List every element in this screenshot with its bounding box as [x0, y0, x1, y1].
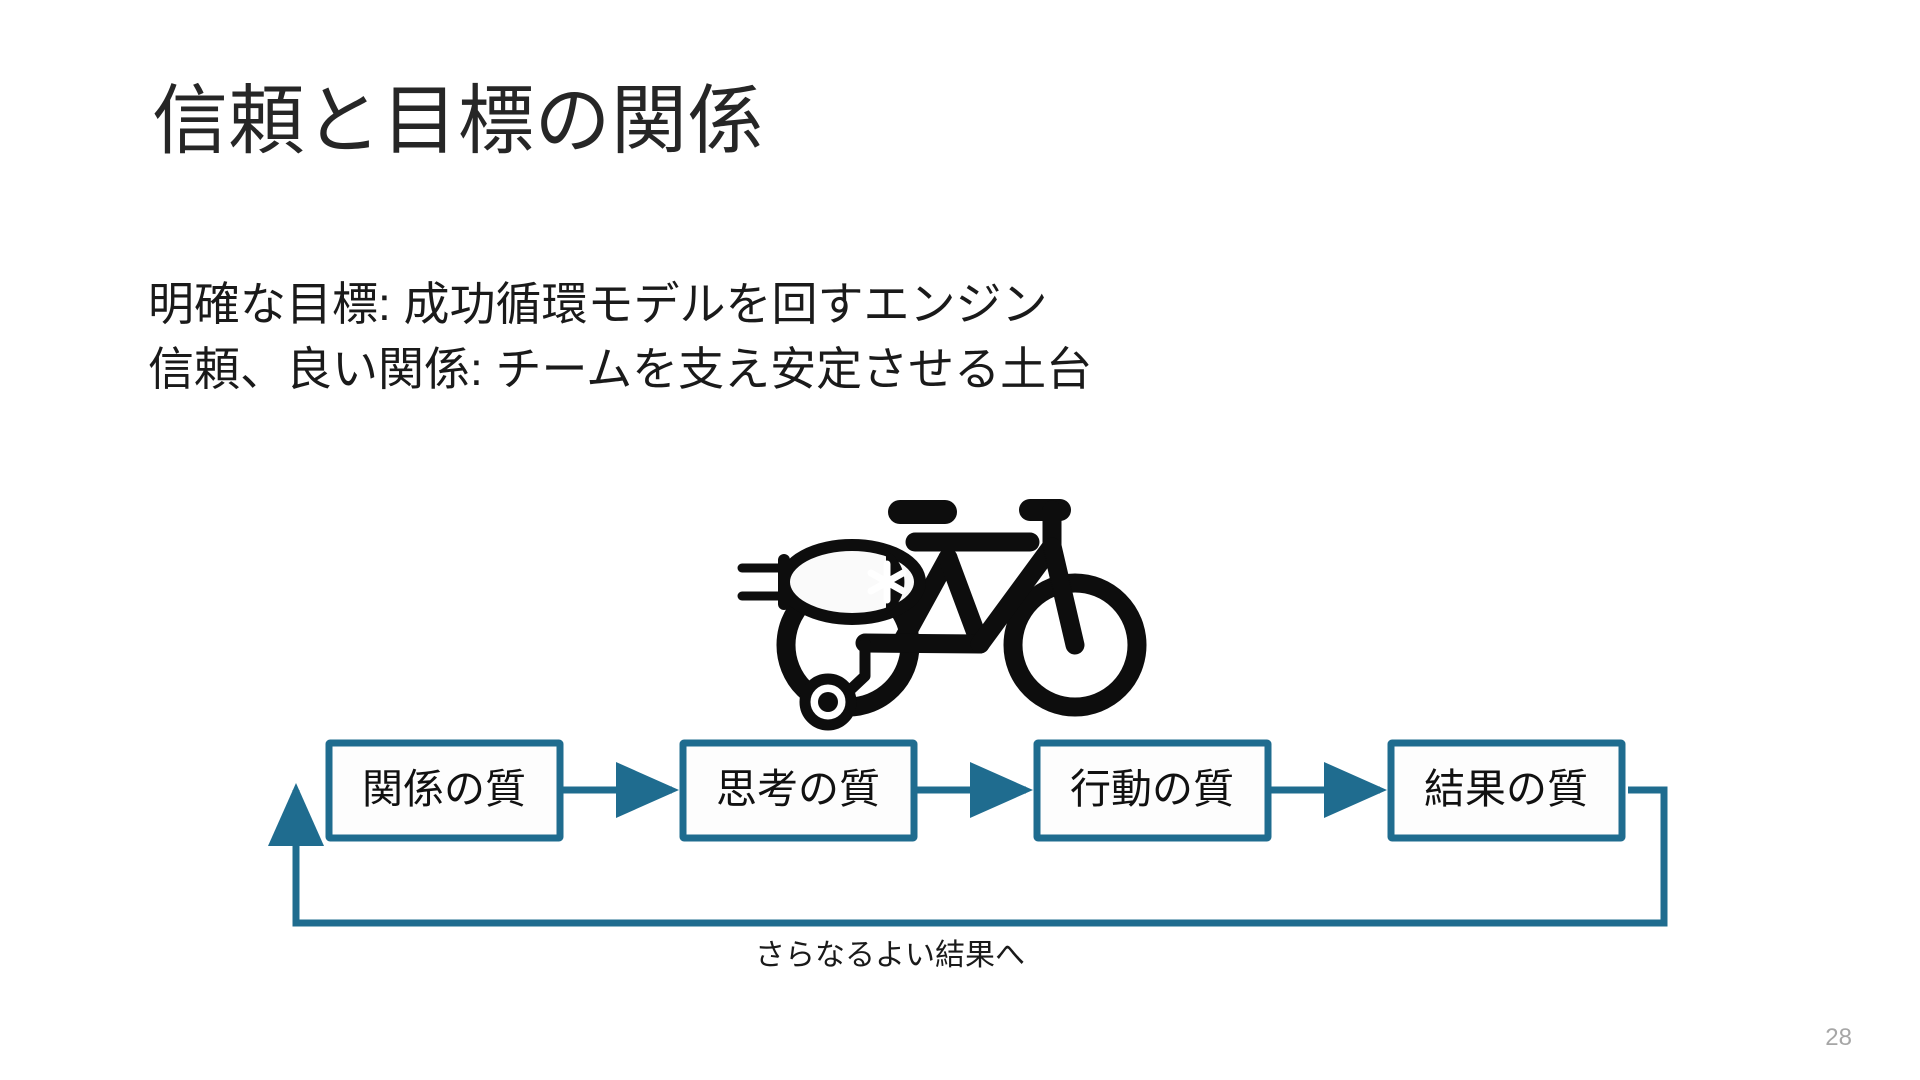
flow-box-3[interactable]: 行動の質: [1033, 739, 1272, 842]
flow-box-2-label: 思考の質: [716, 766, 880, 812]
flow-box-4-label: 結果の質: [1424, 766, 1588, 812]
body-line-2: 信頼、良い関係: チームを支え安定させる土台: [148, 343, 1093, 396]
electric-bicycle-icon: [730, 480, 1200, 750]
flow-box-4[interactable]: 結果の質: [1387, 739, 1626, 842]
flow-box-1[interactable]: 関係の質: [325, 739, 564, 842]
body-line-1: 明確な目標: 成功循環モデルを回すエンジン: [148, 278, 1048, 330]
flow-box-3-label: 行動の質: [1070, 766, 1234, 812]
flow-box-2[interactable]: 思考の質: [679, 739, 918, 842]
success-cycle-flow-diagram: 関係の質 思考の質 行動の質 結果の質: [0, 735, 1920, 985]
flow-caption-text: さらなるよい結果へ: [755, 939, 1025, 972]
page-title: 信頼と目標の関係: [152, 79, 764, 164]
feedback-loop-connector: [268, 783, 1668, 927]
flow-box-1-label: 関係の質: [362, 766, 526, 812]
flow-caption: さらなるよい結果へ: [0, 930, 1920, 974]
page-number: 28: [1825, 1024, 1852, 1051]
body-text-block: 明確な目標: 成功循環モデルを回すエンジン 信頼、良い関係: チームを支え安定さ…: [148, 272, 1092, 403]
